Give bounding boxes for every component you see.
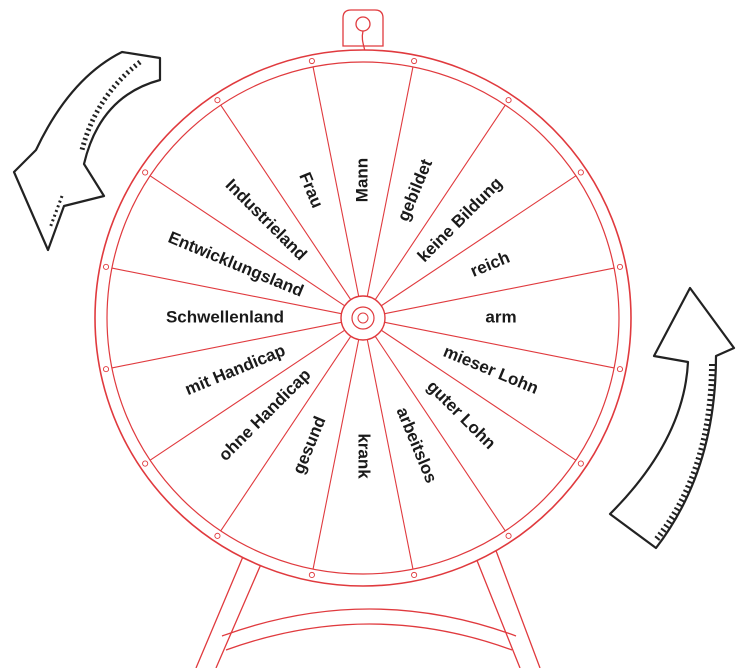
rim-pegs: [102, 57, 624, 579]
segment-label: arm: [485, 307, 516, 326]
rim-peg: [308, 57, 315, 65]
segment-label: krank: [355, 433, 374, 479]
rim-peg: [505, 97, 512, 104]
rim-peg: [214, 97, 221, 104]
rim-peg: [411, 571, 418, 579]
segment-divider: [149, 329, 346, 461]
segment-divider: [366, 339, 414, 570]
rim-peg: [142, 169, 149, 176]
segment-divider: [380, 175, 577, 307]
segment-divider: [384, 267, 615, 315]
segment-divider: [380, 329, 577, 461]
segment-divider: [384, 321, 615, 369]
curved-arrow-counterclockwise-icon: [12, 50, 162, 252]
rim-peg: [577, 460, 584, 467]
segment-divider: [366, 66, 414, 297]
segment-divider: [111, 321, 342, 369]
rim-peg: [308, 571, 315, 579]
rim-peg: [411, 57, 418, 65]
segment-divider: [312, 339, 360, 570]
rim-peg: [214, 532, 221, 539]
segment-divider: [374, 335, 506, 532]
segment-divider: [149, 175, 346, 307]
rim-peg: [102, 366, 110, 373]
segment-divider: [111, 267, 342, 315]
segment-dividers: [111, 66, 615, 570]
wheel-stand: [195, 539, 541, 668]
segment-label: Mann: [352, 158, 371, 202]
rim-peg: [616, 366, 624, 373]
rim-peg: [142, 460, 149, 467]
segment-label: Schwellenland: [166, 307, 284, 326]
wheel-hub: [340, 295, 386, 341]
segment-divider: [374, 104, 506, 301]
curved-arrow-up-icon: [608, 286, 736, 550]
rim-peg: [505, 532, 512, 539]
segment-divider: [312, 66, 360, 297]
rim-peg: [102, 263, 110, 270]
segment-divider: [220, 104, 352, 301]
rim-peg: [616, 263, 624, 270]
rim-peg: [577, 169, 584, 176]
segment-divider: [220, 335, 352, 532]
